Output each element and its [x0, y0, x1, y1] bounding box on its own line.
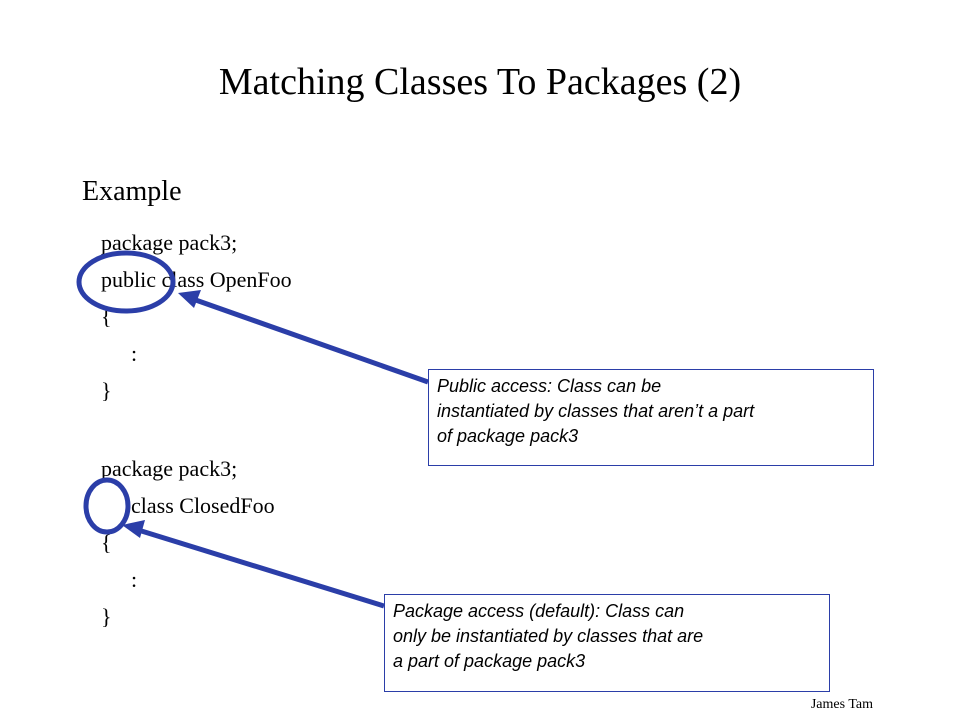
code-line-package-1: package pack3;: [101, 230, 238, 255]
code-line-class: class ClosedFoo: [131, 493, 275, 518]
package-arrow-line: [134, 526, 385, 609]
code-line-close-brace-2: }: [101, 604, 112, 629]
code-line-open-brace-2: {: [101, 530, 112, 555]
code-line-public-class: public class OpenFoo: [101, 267, 292, 292]
author-footer: James Tam: [810, 697, 873, 712]
public-arrow-line: [189, 295, 429, 385]
public-access-callout: Public access: Class can be instantiated…: [428, 369, 874, 466]
example-heading: Example: [82, 176, 182, 207]
code-line-package-2: package pack3;: [101, 456, 238, 481]
public-callout-line-2: instantiated by classes that aren’t a pa…: [437, 401, 755, 421]
package-callout-line-1: Package access (default): Class can: [393, 601, 685, 621]
code-line-ellipsis-2: :: [131, 567, 138, 592]
package-highlight-circle: [83, 477, 131, 535]
code-line-open-brace-1: {: [101, 304, 112, 329]
package-access-callout: Package access (default): Class can only…: [384, 594, 830, 692]
public-callout-line-3: of package pack3: [437, 426, 579, 446]
slide-title: Matching Classes To Packages (2): [218, 61, 742, 103]
public-callout-line-1: Public access: Class can be: [437, 376, 662, 396]
package-arrow-head: [122, 520, 145, 538]
code-line-ellipsis-1: :: [131, 341, 138, 366]
package-callout-line-3: a part of package pack3: [393, 651, 586, 671]
code-line-close-brace-1: }: [101, 378, 112, 403]
package-callout-line-2: only be instantiated by classes that are: [393, 626, 704, 646]
